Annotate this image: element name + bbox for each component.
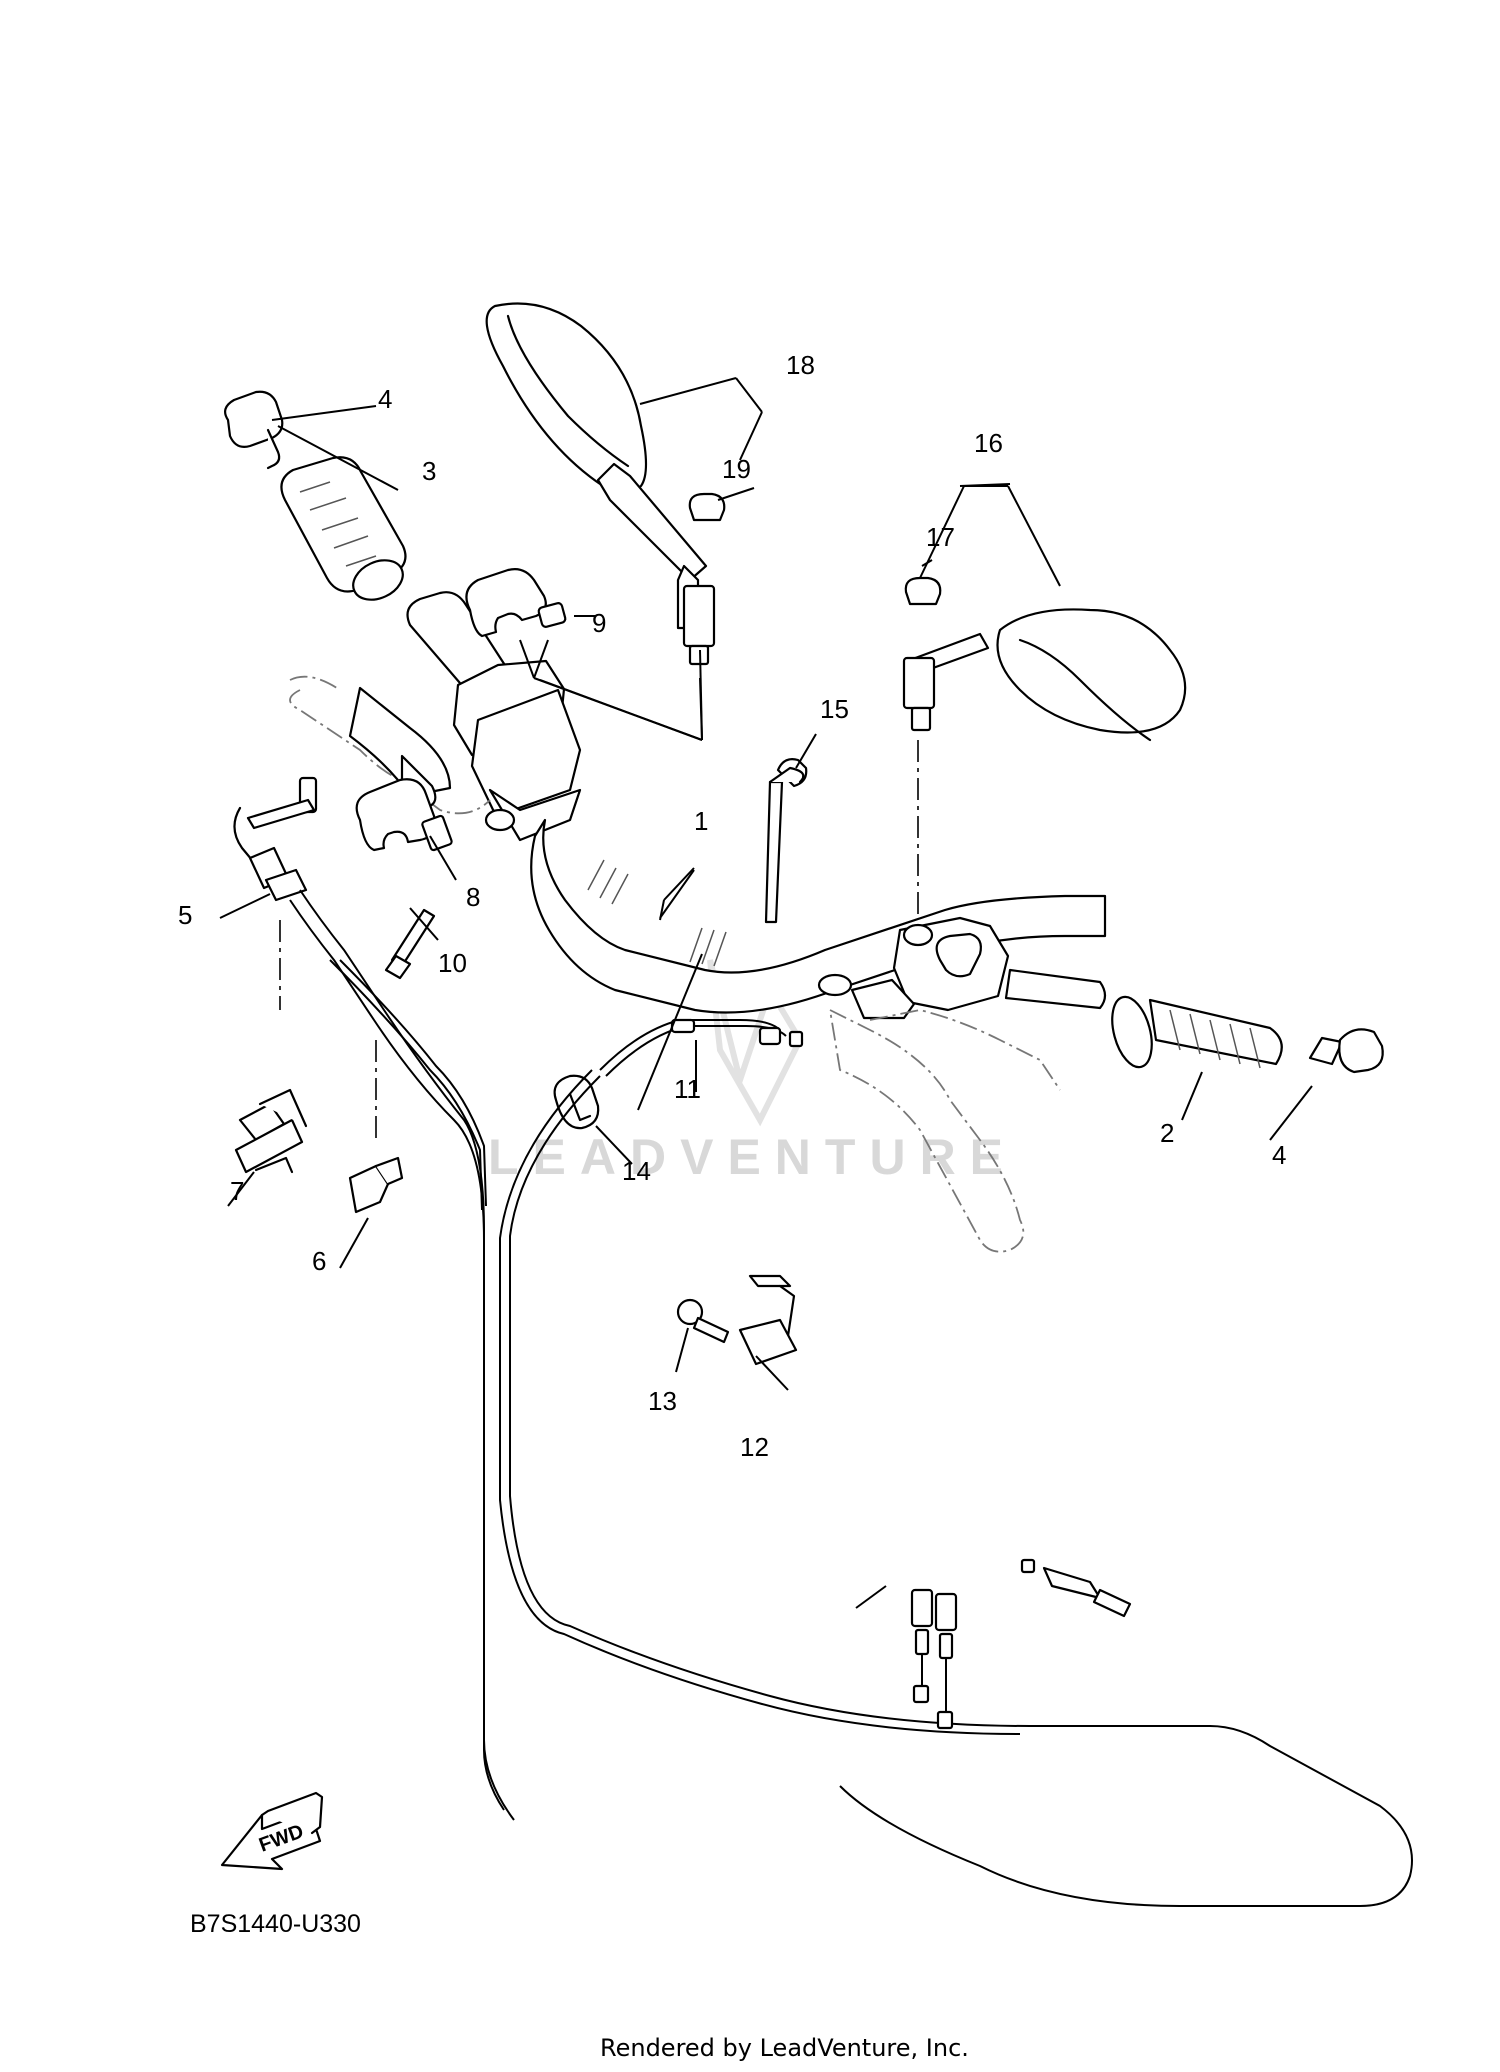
callout-5: 5 (178, 900, 192, 930)
right-grip[interactable] (1105, 993, 1283, 1072)
right-grip-tube[interactable] (1004, 968, 1107, 1010)
callout-10: 10 (438, 948, 467, 978)
cable-holder[interactable] (348, 1156, 404, 1214)
bracket-bolt[interactable] (676, 1298, 730, 1344)
bolt[interactable] (384, 908, 436, 980)
throttle-grip[interactable] (280, 456, 409, 607)
callout-12: 12 (740, 1432, 769, 1462)
cable-tie[interactable] (764, 758, 808, 924)
cable-guide[interactable] (234, 1088, 308, 1174)
right-mirror-cap-nut[interactable] (904, 576, 942, 606)
cable-bracket[interactable] (738, 1274, 798, 1366)
throttle-cable-assembly[interactable] (233, 776, 515, 1821)
brake-switch-cable[interactable] (599, 1018, 804, 1077)
callout-14: 14 (622, 1156, 651, 1186)
left-mirror[interactable] (485, 302, 716, 666)
left-grip-end-weight[interactable] (223, 390, 284, 470)
footer-credit: Rendered by LeadVenture, Inc. (600, 2034, 969, 2062)
callout-13: 13 (648, 1386, 677, 1416)
callout-labels: 1 2 3 4 4 5 6 7 8 9 10 11 12 13 14 15 16… (178, 350, 1286, 1462)
callout-19: 19 (722, 454, 751, 484)
callout-16: 16 (974, 428, 1003, 458)
right-brake-master-cylinder[interactable] (817, 916, 1010, 1020)
callout-6: 6 (312, 1246, 326, 1276)
fwd-arrow-icon: FWD (220, 1791, 324, 1871)
callout-7: 7 (230, 1176, 244, 1206)
watermark-text: LEADVENTURE (488, 1129, 1017, 1185)
handlebar[interactable] (530, 818, 1107, 1014)
callout-11: 11 (674, 1074, 701, 1104)
callout-2: 2 (1160, 1118, 1174, 1148)
callout-18: 18 (786, 350, 815, 380)
left-mirror-holder-clamp[interactable] (465, 568, 567, 638)
throttle-cable-routing (499, 1069, 1413, 1907)
callout-1: 1 (694, 806, 708, 836)
callout-15: 15 (820, 694, 849, 724)
callout-3: 3 (422, 456, 436, 486)
left-mirror-cap-nut[interactable] (688, 492, 726, 522)
callout-4-left: 4 (378, 384, 392, 414)
callout-17: 17 (926, 522, 955, 552)
right-mirror[interactable] (902, 608, 1187, 742)
watermark: LEADVENTURE (488, 959, 1017, 1185)
callout-4-right: 4 (1272, 1140, 1286, 1170)
leader-lines (219, 377, 1313, 1391)
part-code: B7S1440-U330 (190, 1910, 361, 1938)
right-grip-end-weight[interactable] (1308, 1028, 1384, 1074)
cable-ends[interactable] (910, 1558, 1132, 1730)
clutch-holder-clamp[interactable] (355, 778, 453, 852)
left-switch-housing[interactable] (452, 659, 582, 842)
callout-9: 9 (592, 608, 606, 638)
callout-8: 8 (466, 882, 480, 912)
